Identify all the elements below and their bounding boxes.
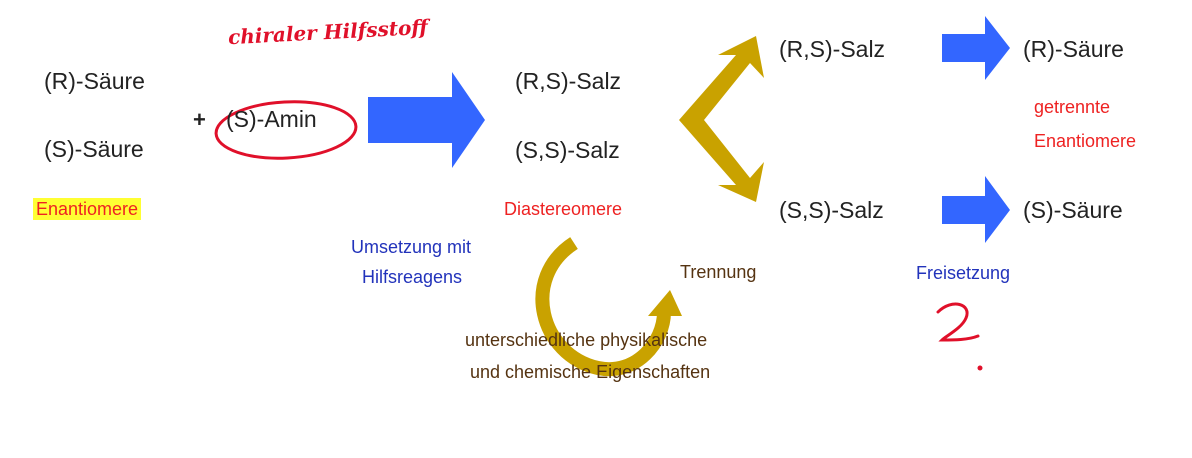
middle-rs-salt: (R,S)-Salz xyxy=(515,68,622,94)
separation-label: Trennung xyxy=(680,262,757,282)
release-arrow-bottom xyxy=(942,176,1010,243)
right-r-acid: (R)-Säure xyxy=(1023,36,1124,62)
release-label: Freisetzung xyxy=(916,263,1011,283)
step1-label-line2: Hilfsreagens xyxy=(362,267,463,287)
step1-label-line1: Umsetzung mit xyxy=(351,237,472,257)
right-rs-salt: (R,S)-Salz xyxy=(779,36,886,62)
question-mark-dot xyxy=(977,365,983,371)
middle-ss-salt: (S,S)-Salz xyxy=(515,137,620,163)
amine-label: (S)-Amin xyxy=(226,106,317,132)
plus-sign: + xyxy=(193,107,206,132)
reaction-arrow xyxy=(368,72,485,168)
r-acid-label: (R)-Säure xyxy=(44,68,145,94)
diastereomers-label: Diastereomere xyxy=(504,199,623,219)
enantiomers-label: Enantiomere xyxy=(33,198,142,220)
right-ss-salt: (S,S)-Salz xyxy=(779,197,884,223)
separated-label-line1: getrennte xyxy=(1034,97,1111,117)
cycle-arrowhead xyxy=(648,290,682,316)
properties-label-line1: unterschiedliche physikalische xyxy=(465,330,708,350)
right-s-acid: (S)-Säure xyxy=(1023,197,1123,223)
release-arrow-top xyxy=(942,16,1010,80)
handwritten-question-mark: ? xyxy=(936,300,959,344)
separation-chevron xyxy=(679,36,764,202)
question-mark-stroke xyxy=(936,302,980,342)
properties-label-line2: und chemische Eigenschaften xyxy=(470,362,711,382)
amine-circle xyxy=(214,100,358,160)
cycle-arrow xyxy=(535,237,671,377)
s-acid-label: (S)-Säure xyxy=(44,136,144,162)
separated-label-line2: Enantiomere xyxy=(1034,131,1137,151)
